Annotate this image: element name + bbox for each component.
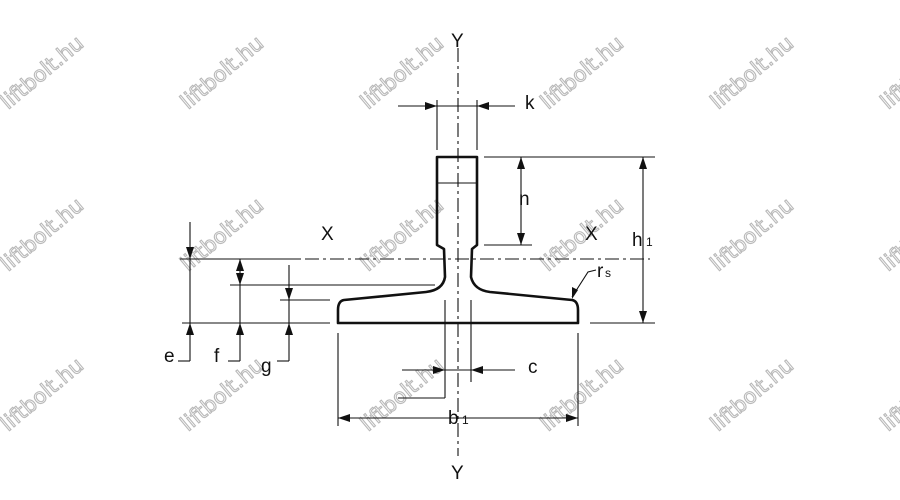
watermark-text: liftbolt.hu [706, 353, 798, 436]
n-label: n [519, 189, 530, 210]
e-label: e [164, 346, 175, 367]
x-axis-label-right: X [585, 224, 598, 245]
n-arrow-bottom [517, 233, 525, 245]
e-arrow-bottom [186, 323, 194, 335]
f-label: f [214, 346, 220, 367]
watermark-text: liftbolt.hu [176, 353, 268, 436]
g-label: g [261, 356, 272, 377]
c-arrow-right [471, 366, 483, 374]
k-arrow-left [425, 102, 437, 110]
rs-leader [571, 269, 597, 298]
c-arrow-left [433, 366, 445, 374]
watermark-text: liftbolt.hu [876, 353, 900, 436]
watermark-layer: liftbolt.hu liftbolt.hu liftbolt.hu liftbol… [0, 30, 900, 436]
watermark-text: liftbolt.hu [176, 31, 268, 114]
b1-subscript: 1 [462, 413, 469, 427]
rs-subscript: s [605, 266, 611, 280]
rs-label: r [597, 261, 604, 282]
n-arrow-top [517, 157, 525, 169]
g-arrow-top [285, 288, 293, 300]
x-axis-label-left: X [321, 224, 334, 245]
watermark-text: liftbolt.hu [706, 193, 798, 276]
b1-label: b [448, 408, 459, 429]
c-label: c [528, 357, 538, 378]
watermark-text: liftbolt.hu [0, 193, 88, 276]
watermark-text: liftbolt.hu [536, 353, 628, 436]
f-arrow-lower [236, 323, 244, 335]
y-axis-label-top: Y [451, 31, 464, 52]
watermark-text: liftbolt.hu [876, 31, 900, 114]
e-arrow-top [186, 247, 194, 259]
rs-arrow [572, 287, 578, 299]
watermark-text: liftbolt.hu [706, 31, 798, 114]
f-arrow-top [236, 259, 244, 271]
f-arrow-bottom [236, 273, 244, 285]
watermark-text: liftbolt.hu [876, 193, 900, 276]
y-axis-label-bottom: Y [451, 463, 464, 484]
b1-arrow-right [566, 414, 578, 422]
watermark-text: liftbolt.hu [356, 193, 448, 276]
g-arrow-bottom [285, 323, 293, 335]
watermark-text: liftbolt.hu [0, 353, 88, 436]
k-arrow-right [477, 102, 489, 110]
h1-arrow-top [639, 157, 647, 169]
watermark-text: liftbolt.hu [536, 193, 628, 276]
b1-arrow-left [338, 414, 350, 422]
h1-label: h [632, 230, 643, 251]
watermark-text: liftbolt.hu [0, 31, 88, 114]
watermark-text: liftbolt.hu [536, 31, 628, 114]
watermark-text: liftbolt.hu [356, 31, 448, 114]
watermark-text: liftbolt.hu [356, 353, 448, 436]
h1-subscript: 1 [646, 235, 653, 249]
t-profile-outline [336, 155, 580, 325]
h1-arrow-bottom [639, 311, 647, 323]
k-label: k [525, 93, 535, 114]
